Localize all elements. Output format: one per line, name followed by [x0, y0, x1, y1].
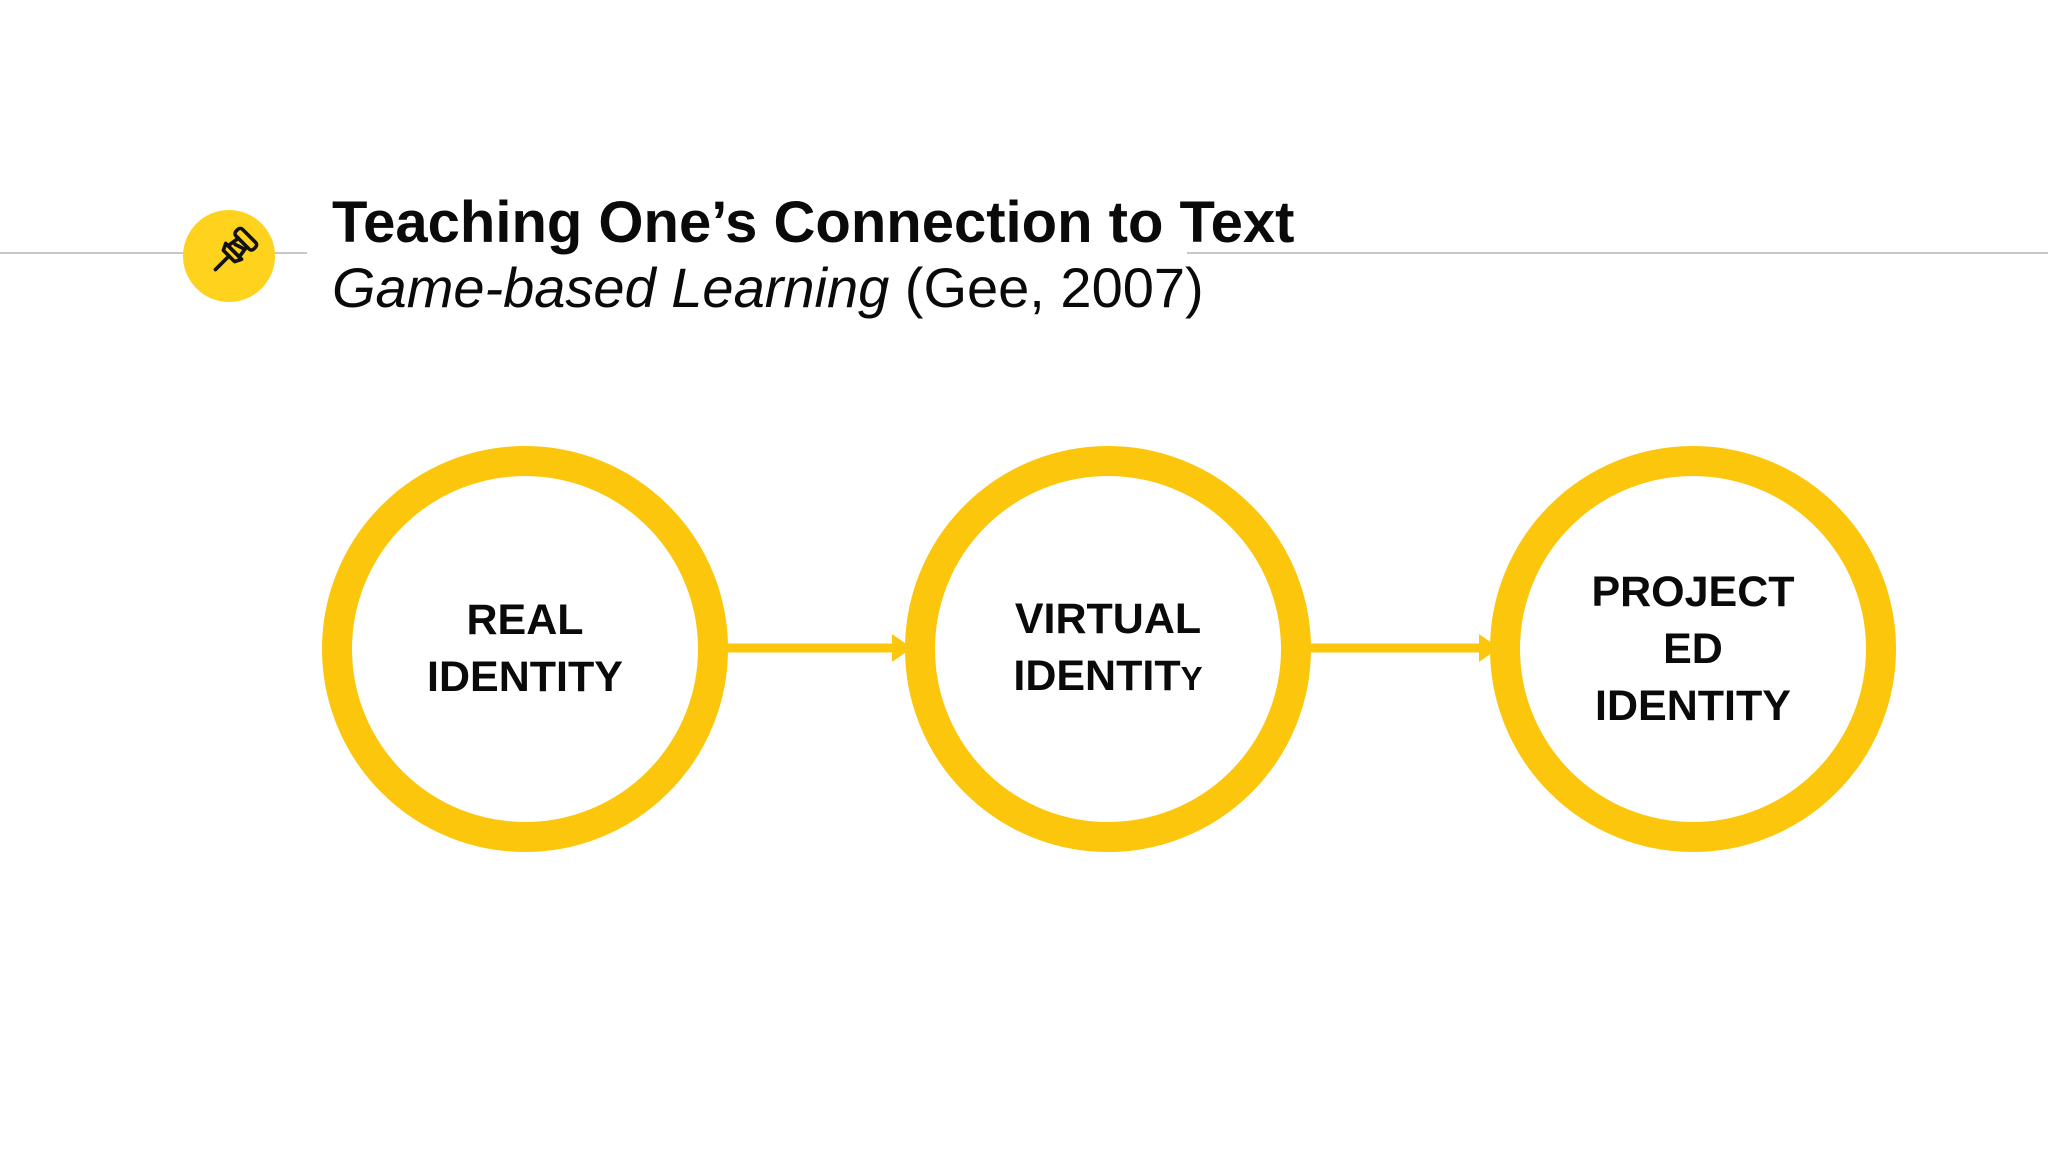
node-label-line-small-y: Y	[1180, 660, 1203, 697]
node-real-identity: REAL IDENTITY	[322, 446, 728, 852]
pushpin-badge	[183, 210, 275, 302]
subtitle-topic: Game-based Learning	[332, 256, 890, 319]
title-block: Teaching One’s Connection to Text Game-b…	[307, 190, 1295, 338]
subtitle-citation: (Gee, 2007)	[889, 256, 1204, 319]
slide-subtitle: Game-based Learning (Gee, 2007)	[332, 256, 1204, 320]
node-label-line: IDENTITY	[1595, 681, 1791, 730]
arrow-real-to-virtual	[720, 634, 912, 662]
node-projected-identity: PROJECT ED IDENTITY	[1490, 446, 1896, 852]
node-label-line: REAL	[466, 596, 584, 644]
node-label-line: PROJECT	[1591, 567, 1795, 616]
node-label-line: ED	[1663, 624, 1723, 673]
node-label-line: VIRTUAL	[1014, 595, 1202, 643]
pushpin-icon	[213, 226, 259, 272]
node-real-identity-label: REAL IDENTITY	[427, 592, 623, 706]
node-virtual-identity-label: VIRTUAL IDENTITY	[1013, 591, 1202, 707]
node-label-line: IDENTITY	[1013, 648, 1202, 707]
arrow-virtual-to-projected	[1305, 634, 1499, 662]
slide-title: Teaching One’s Connection to Text	[332, 190, 1295, 255]
node-label-line: IDENTITY	[427, 653, 623, 701]
node-virtual-identity: VIRTUAL IDENTITY	[905, 446, 1311, 852]
node-projected-identity-label: PROJECT ED IDENTITY	[1591, 564, 1794, 735]
node-label-line-main: IDENTIT	[1013, 652, 1181, 700]
